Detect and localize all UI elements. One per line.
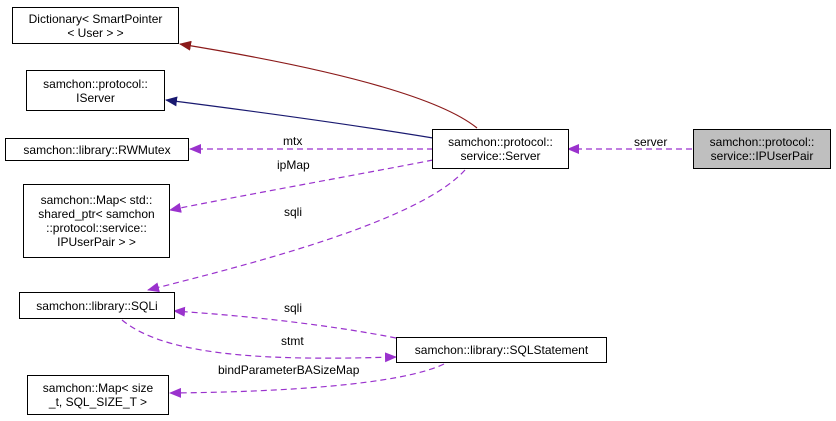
node-rwmutex[interactable]: samchon::library::RWMutex [5, 138, 189, 161]
node-label-line: _t, SQL_SIZE_T > [48, 395, 148, 409]
edge-server-dictionary [179, 40, 478, 129]
edge-label-sqli-stmt: sqli [284, 301, 303, 315]
node-map-size-t[interactable]: samchon::Map< size _t, SQL_SIZE_T > [27, 375, 169, 415]
edge-server-map-ipuserpair [169, 159, 434, 213]
node-dictionary-smartpointer-user[interactable]: Dictionary< SmartPointer < User > > [12, 7, 179, 44]
edge-label-stmt: stmt [281, 334, 304, 348]
node-label-line: IPUserPair > > [57, 235, 136, 249]
edge-server-iserver [165, 96, 434, 139]
node-label-line: shared_ptr< samchon [38, 207, 155, 221]
node-label-line: samchon::Map< std:: [40, 193, 153, 207]
edge-label-bind-parameter: bindParameterBASizeMap [218, 363, 360, 377]
edge-label-server: server [634, 135, 668, 149]
node-server[interactable]: samchon::protocol:: service::Server [432, 129, 569, 169]
node-label-line: Dictionary< SmartPointer [28, 11, 163, 26]
node-label-line: samchon::protocol:: [43, 76, 148, 91]
edge-label-ipmap: ipMap [277, 158, 310, 172]
node-label-line: samchon::Map< size [42, 381, 154, 395]
node-label-line: samchon::library::SQLStatement [414, 343, 589, 357]
node-label-line: samchon::protocol:: [709, 135, 815, 149]
node-sqli[interactable]: samchon::library::SQLi [19, 292, 175, 319]
node-iserver[interactable]: samchon::protocol:: IServer [26, 70, 165, 111]
edge-sqlstatement-sqli [173, 306, 397, 339]
edge-label-mtx: mtx [283, 134, 303, 148]
node-label-line: samchon::protocol:: [448, 135, 553, 149]
edge-sqlstatement-map-size [169, 363, 445, 398]
node-ipuserpair-current: samchon::protocol:: service::IPUserPair [693, 129, 831, 169]
edge-server-sqli [147, 169, 466, 293]
node-label-line: samchon::library::SQLi [36, 298, 158, 313]
node-label-line: < User > > [67, 25, 124, 40]
edge-sqli-sqlstatement [121, 319, 397, 363]
node-map-ipuserpair[interactable]: samchon::Map< std:: shared_ptr< samchon … [23, 184, 170, 258]
edge-label-sqli-server: sqli [284, 205, 303, 219]
node-label-line: IServer [76, 90, 115, 105]
node-label-line: ::protocol::service:: [46, 221, 147, 235]
node-label-line: service::IPUserPair [710, 149, 814, 163]
node-sqlstatement[interactable]: samchon::library::SQLStatement [396, 337, 607, 363]
node-label-line: service::Server [460, 149, 541, 163]
node-label-line: samchon::library::RWMutex [23, 142, 171, 157]
